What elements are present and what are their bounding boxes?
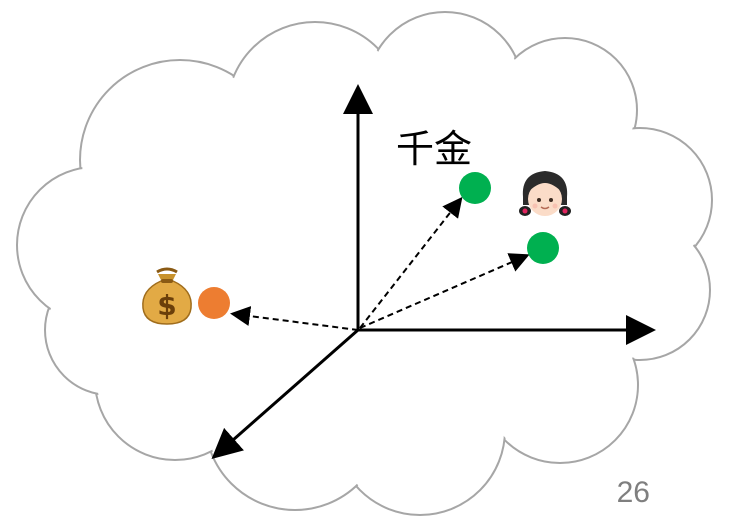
word-point [459, 172, 491, 204]
vectors [230, 196, 530, 331]
word-label: 千金 [396, 127, 472, 171]
vector-to-money [230, 306, 359, 331]
vector-to-word [359, 196, 463, 329]
page-number: 26 [616, 476, 650, 509]
money-point [198, 287, 230, 319]
vector-to-girl [359, 253, 530, 329]
girl-icon [519, 171, 571, 216]
money-bag-icon: $ [142, 267, 192, 325]
z-axis [211, 328, 359, 459]
svg-text:$: $ [157, 289, 176, 322]
points [198, 172, 559, 319]
thought-cloud [16, 11, 713, 516]
girl-point [527, 232, 559, 264]
axes [211, 84, 656, 459]
